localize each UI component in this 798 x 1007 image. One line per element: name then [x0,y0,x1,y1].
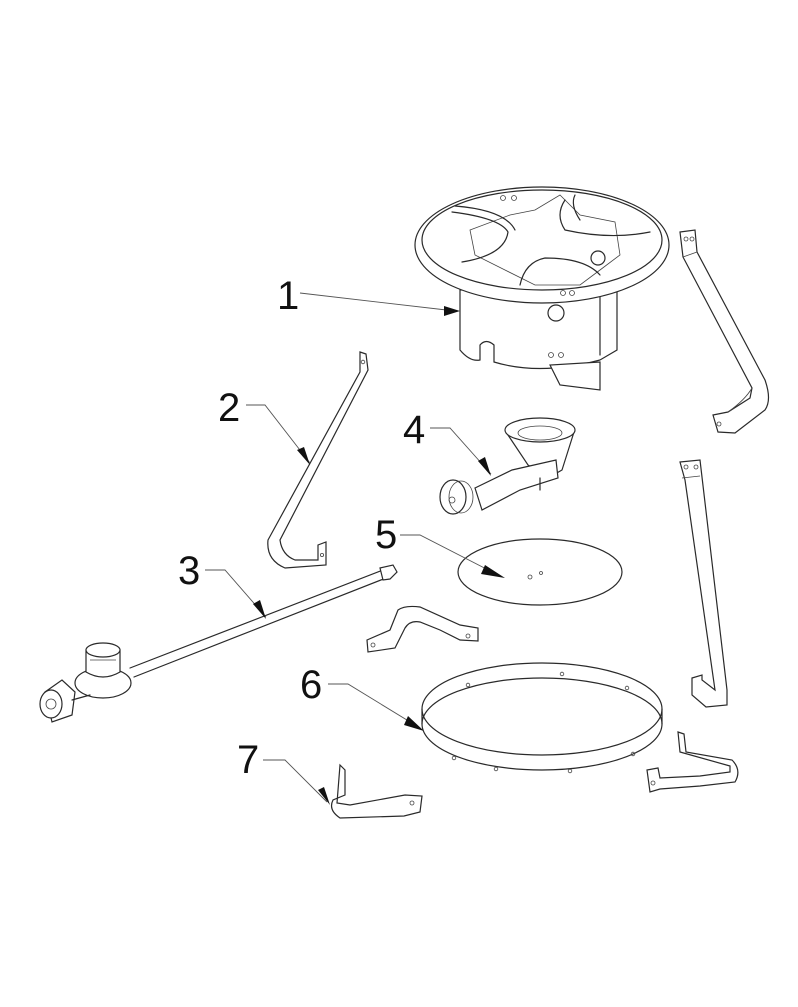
part-7-leg-bracket [330,763,423,819]
callout-6: 6 [300,663,323,707]
callout-3: 3 [178,549,201,593]
callout-7: 7 [237,738,260,782]
leg-front-right [679,459,728,708]
callout-5: 5 [375,513,398,557]
part-1-burner-housing [414,186,670,391]
part-6-base-ring [421,662,663,774]
part-2-leg [267,351,369,569]
callout-1: 1 [277,274,300,318]
leg-rear-right [679,229,770,434]
part-5-plate [457,538,623,606]
callout-2: 2 [218,386,241,430]
part-4-burner [439,417,576,515]
bracket-lower-right [646,731,739,793]
part-3-regulator-hose [39,564,398,723]
callout-4: 4 [403,408,426,452]
callout-leaders [205,292,505,805]
bracket-center [366,605,479,653]
